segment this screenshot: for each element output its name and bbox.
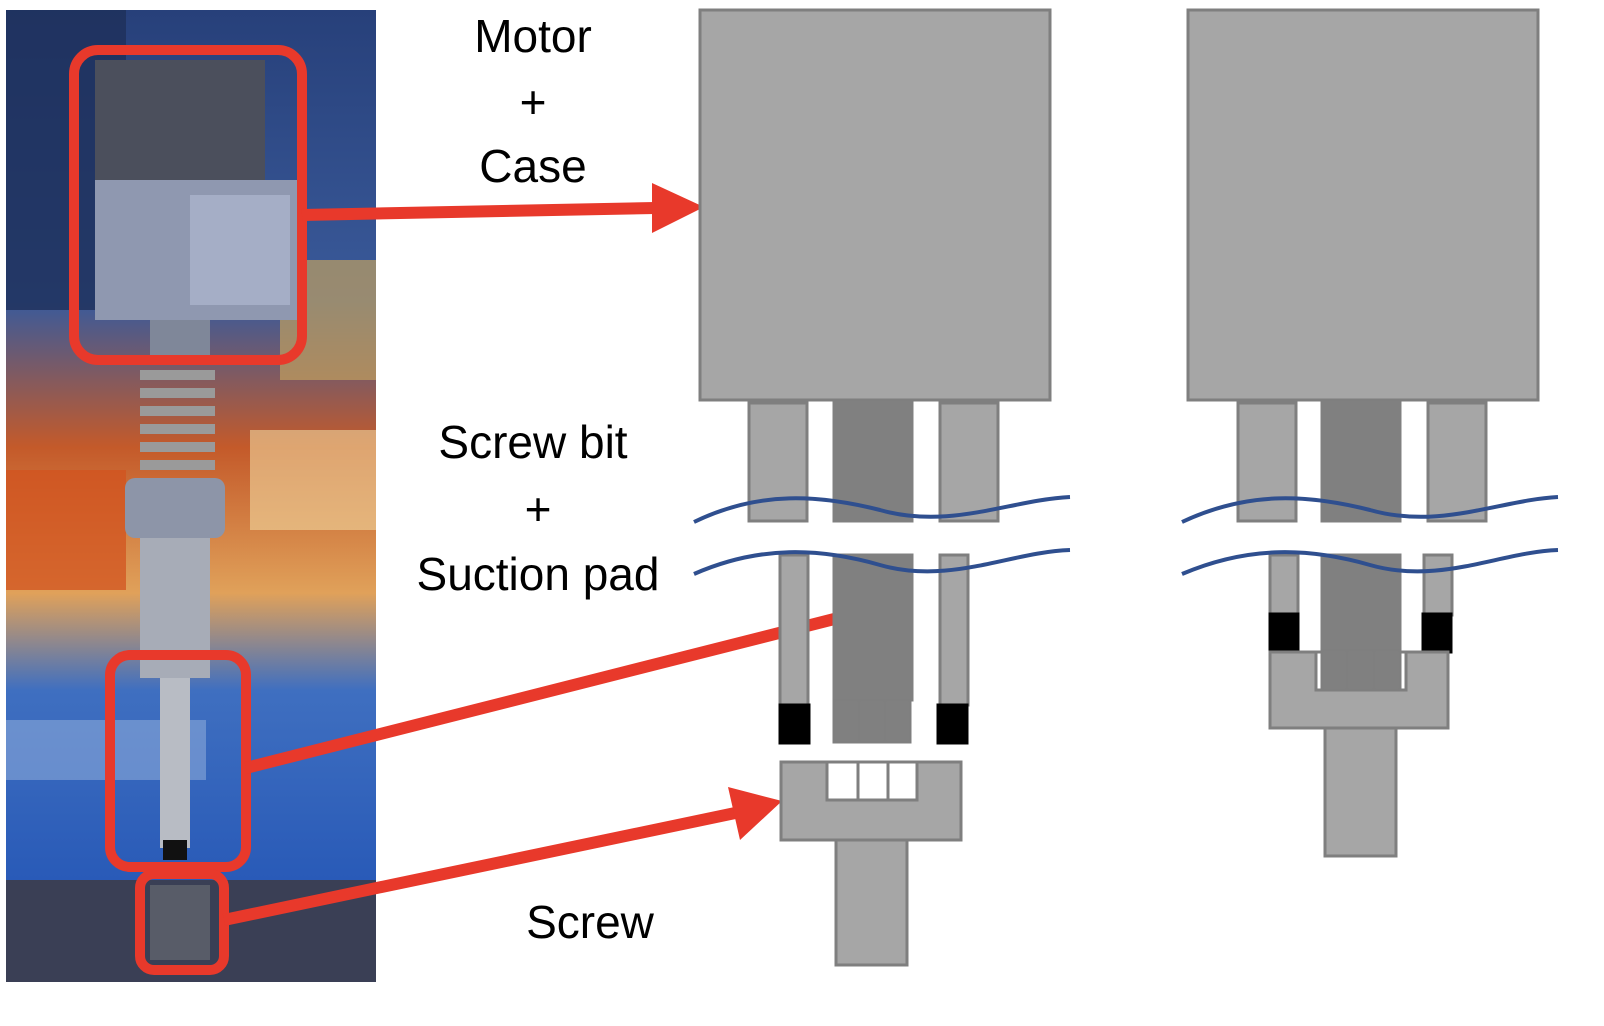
left-suction-pad [778, 703, 811, 745]
motor-plus-label: + [520, 76, 547, 128]
screw-bit-tip [832, 698, 912, 744]
right-suction-pad [936, 703, 969, 745]
suction-pad-label: Suction pad [417, 548, 660, 600]
right-suction-tube-lower-engaged [1422, 553, 1454, 617]
robot-photo [6, 10, 376, 982]
screw-bit-shaft-lower [832, 553, 914, 702]
motor-label: Motor [474, 10, 592, 62]
break-lines-separated [693, 495, 1071, 576]
left-suction-tube-lower-engaged [1268, 553, 1300, 617]
schematic-engaged [1186, 8, 1540, 858]
left-suction-tube-lower [778, 553, 810, 707]
screw-shank [834, 838, 909, 967]
arrow-head-motor [652, 183, 704, 233]
screw-bit-tip-engaged [1320, 648, 1402, 692]
break-lines-engaged [1181, 495, 1559, 576]
right-suction-tube-lower [938, 553, 970, 707]
right-suction-tube [938, 401, 1000, 523]
screw-callout-box [135, 869, 229, 975]
case-label: Case [479, 140, 586, 192]
motor-case-callout-box [69, 45, 307, 365]
right-suction-pad-engaged [1421, 612, 1453, 654]
schematic-separated [698, 8, 1052, 967]
screw-shank-engaged [1323, 726, 1398, 858]
left-suction-pad-engaged [1268, 612, 1300, 654]
motor-case-block [698, 8, 1052, 402]
right-suction-tube-engaged [1426, 401, 1488, 523]
motor-case-block-engaged [1186, 8, 1540, 402]
screw-label: Screw [526, 896, 655, 948]
screw-slot [825, 760, 919, 802]
screw-bit-plus-label: + [525, 483, 552, 535]
screw-bit-label: Screw bit [438, 416, 627, 468]
screw-bit-callout-box [105, 650, 251, 872]
arrow-head-screw [728, 787, 782, 840]
photo-callouts [69, 45, 307, 975]
